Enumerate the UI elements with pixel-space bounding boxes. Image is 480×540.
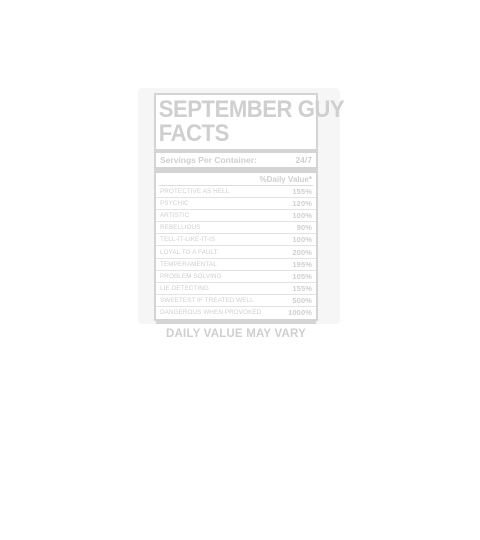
divider-thin [159,185,313,186]
fact-name: DANGEROUS WHEN PROVOKED [160,308,262,316]
fact-name: SWEETEST IF TREATED WELL [160,296,254,304]
list-item: PROBLEM SOLVING 105% [156,271,316,283]
fact-value: 155% [292,283,312,293]
fact-value: 155% [292,187,312,197]
servings-value: 24/7 [295,155,312,165]
list-item: SWEETEST IF TREATED WELL 500% [156,295,316,307]
fact-value: 90% [296,223,312,233]
title-line-1: SEPTEMBER GUY [158,96,345,123]
fact-value: 200% [292,247,312,257]
footer-text: DAILY VALUE MAY VARY [166,328,306,341]
list-item: ARTISTIC 100% [156,210,316,223]
fact-name: LIE DETECTING [160,284,209,292]
list-item: PSYCHIC 120% [156,198,316,211]
fact-value: 195% [292,259,312,269]
list-item: TELL-IT-LIKE-IT-IS 100% [156,234,316,247]
servings-row: Servings Per Container: 24/7 [156,153,316,167]
daily-value-header: %Daily Value* [259,175,312,184]
fact-name: ARTISTIC [160,212,190,220]
fact-value: 1000% [288,307,312,317]
divider-heavy [156,167,316,173]
title-line-2: FACTS [158,120,230,147]
fact-value: 105% [292,271,312,281]
fact-value: 120% [292,199,312,209]
list-item: DANGEROUS WHEN PROVOKED 1000% [156,307,316,318]
fact-name: PROTECTIVE AS HELL [160,188,230,196]
nutrition-facts-label: SEPTEMBER GUY FACTS Servings Per Contain… [154,93,345,340]
fact-value: 500% [292,295,312,305]
fact-name: PROBLEM SOLVING [160,272,222,280]
fact-name: TELL-IT-LIKE-IT-IS [160,236,216,244]
fact-value: 100% [292,235,312,245]
list-item: LOYAL TO A FAULT 200% [156,246,316,259]
fact-name: TEMPERAMENTAL [160,260,217,268]
list-item: PROTECTIVE AS HELL 155% [156,186,316,199]
fact-value: 100% [292,211,312,221]
list-item: TEMPERAMENTAL 195% [156,259,316,271]
divider-bottom [156,319,316,325]
divider [156,149,316,153]
fact-name: REBELLIOUS [160,224,201,232]
servings-label: Servings Per Container: [160,155,257,165]
fact-name: LOYAL TO A FAULT [160,248,218,256]
list-item: REBELLIOUS 90% [156,222,316,235]
fact-name: PSYCHIC [160,200,189,208]
list-item: LIE DETECTING 155% [156,283,316,295]
label-title: SEPTEMBER GUY FACTS [156,95,345,147]
